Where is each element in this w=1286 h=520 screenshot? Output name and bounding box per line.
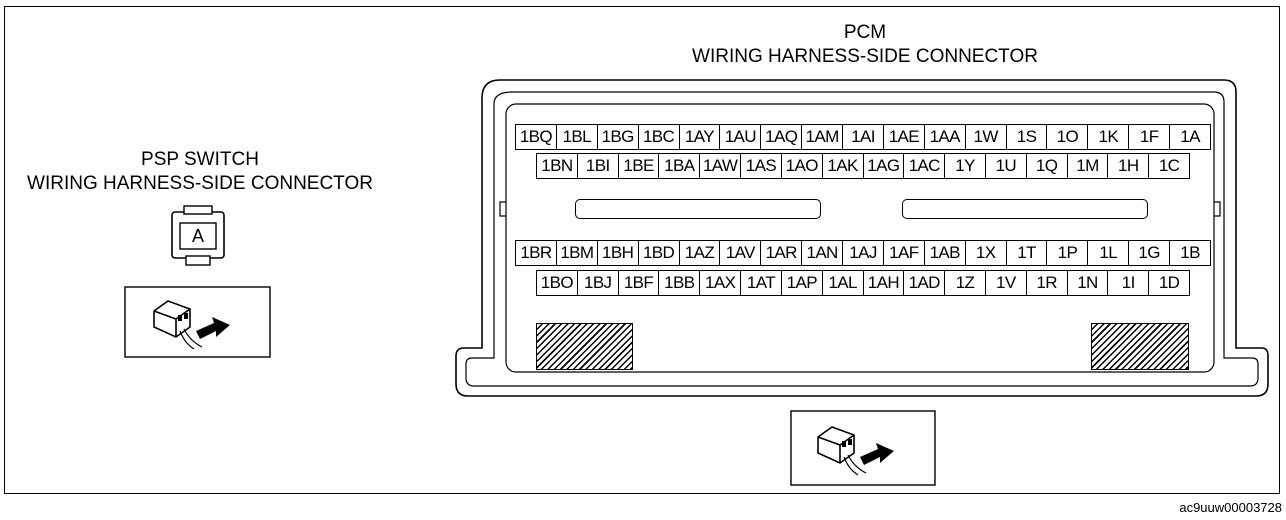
pcm-title: PCM xyxy=(843,22,887,43)
pin-1bq: 1BQ xyxy=(515,124,557,150)
psp-connector-drawing xyxy=(171,205,225,266)
psp-title: PSP SWITCH xyxy=(141,149,259,170)
pin-1au: 1AU xyxy=(719,124,762,150)
pin-1bb: 1BB xyxy=(658,270,701,296)
pcm-left-slot xyxy=(575,199,821,219)
psp-view-icon xyxy=(153,300,230,350)
pin-1ac: 1AC xyxy=(903,153,946,179)
pin-1az: 1AZ xyxy=(678,240,721,266)
pin-1o: 1O xyxy=(1046,124,1089,150)
pin-1u: 1U xyxy=(984,153,1027,179)
pin-1i: 1I xyxy=(1107,270,1150,296)
pin-1ao: 1AO xyxy=(780,153,823,179)
pcm-view-icon xyxy=(817,426,894,476)
pin-1x: 1X xyxy=(964,240,1007,266)
psp-subtitle: WIRING HARNESS-SIDE CONNECTOR xyxy=(27,173,373,194)
pin-1at: 1AT xyxy=(740,270,782,296)
pcm-right-slot xyxy=(902,199,1148,219)
pin-1b: 1B xyxy=(1169,240,1211,266)
pin-1ba: 1BA xyxy=(658,153,701,179)
pin-1h: 1H xyxy=(1107,153,1150,179)
pin-1w: 1W xyxy=(964,124,1007,150)
pin-1aw: 1AW xyxy=(699,153,742,179)
pin-1bm: 1BM xyxy=(555,240,598,266)
pin-1ap: 1AP xyxy=(780,270,823,296)
pin-1af: 1AF xyxy=(882,240,925,266)
pin-1bl: 1BL xyxy=(555,124,598,150)
pin-1q: 1Q xyxy=(1025,153,1068,179)
pcm-connector-outline xyxy=(455,79,1269,397)
pin-1z: 1Z xyxy=(944,270,986,296)
pin-1v: 1V xyxy=(984,270,1027,296)
left-latch xyxy=(499,201,506,217)
pin-1am: 1AM xyxy=(801,124,844,150)
pin-1as: 1AS xyxy=(740,153,782,179)
pin-1aj: 1AJ xyxy=(842,240,884,266)
pin-1c: 1C xyxy=(1148,153,1190,179)
pin-1m: 1M xyxy=(1066,153,1109,179)
pin-1al: 1AL xyxy=(821,270,864,296)
pin-1br: 1BR xyxy=(515,240,557,266)
pin-1t: 1T xyxy=(1005,240,1048,266)
pcm-right-hatched-block xyxy=(1091,323,1189,370)
right-latch xyxy=(1214,201,1221,217)
pin-1f: 1F xyxy=(1128,124,1171,150)
pin-1k: 1K xyxy=(1087,124,1130,150)
pin-1bf: 1BF xyxy=(617,270,660,296)
pin-1a: 1A xyxy=(1169,124,1211,150)
pin-1g: 1G xyxy=(1128,240,1171,266)
pin-1ak: 1AK xyxy=(821,153,864,179)
pin-1bd: 1BD xyxy=(637,240,680,266)
pin-1s: 1S xyxy=(1005,124,1048,150)
pcm-subtitle: WIRING HARNESS-SIDE CONNECTOR xyxy=(692,46,1038,67)
pin-1aq: 1AQ xyxy=(760,124,803,150)
pin-1ag: 1AG xyxy=(862,153,905,179)
diagram-frame xyxy=(4,6,1280,494)
pcm-connector-inner-outline xyxy=(465,91,1259,387)
pin-1ah: 1AH xyxy=(862,270,905,296)
psp-terminal-a: A xyxy=(191,226,204,246)
pcm-left-hatched-block xyxy=(536,323,633,370)
pin-1bh: 1BH xyxy=(596,240,639,266)
pin-1p: 1P xyxy=(1046,240,1089,266)
pin-1ar: 1AR xyxy=(760,240,803,266)
pin-1ax: 1AX xyxy=(699,270,742,296)
pin-1n: 1N xyxy=(1066,270,1109,296)
pcm-cavity xyxy=(505,103,1215,373)
pin-1d: 1D xyxy=(1148,270,1190,296)
pin-1ab: 1AB xyxy=(923,240,966,266)
pin-1an: 1AN xyxy=(801,240,844,266)
pin-1ay: 1AY xyxy=(678,124,721,150)
pin-1bn: 1BN xyxy=(536,153,578,179)
pin-1bg: 1BG xyxy=(596,124,639,150)
pin-1bi: 1BI xyxy=(576,153,619,179)
pin-1av: 1AV xyxy=(719,240,762,266)
pcm-view-box xyxy=(790,410,936,486)
figure-code: ac9uuw00003728 xyxy=(1179,500,1282,515)
pin-1ad: 1AD xyxy=(903,270,946,296)
pin-1y: 1Y xyxy=(944,153,986,179)
pin-1r: 1R xyxy=(1025,270,1068,296)
pin-1ae: 1AE xyxy=(882,124,925,150)
pin-1bj: 1BJ xyxy=(576,270,619,296)
psp-view-box xyxy=(124,286,271,358)
pin-1bo: 1BO xyxy=(536,270,578,296)
pin-1aa: 1AA xyxy=(923,124,966,150)
pin-1l: 1L xyxy=(1087,240,1130,266)
pin-1be: 1BE xyxy=(617,153,660,179)
pin-1bc: 1BC xyxy=(637,124,680,150)
pin-1ai: 1AI xyxy=(842,124,884,150)
